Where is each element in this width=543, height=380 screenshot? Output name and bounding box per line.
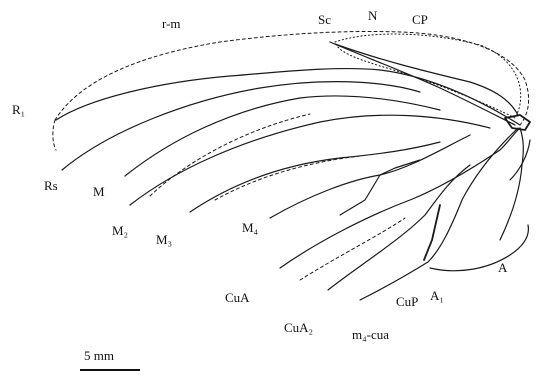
label-a: A [498,260,508,275]
label-cua: CuA [225,290,250,305]
label-sc: Sc [318,12,331,27]
vein-cua2 [327,164,471,291]
cp-vein [334,43,519,116]
vein-cup [359,127,519,301]
label-m4-cua: m₄-cua [352,327,389,342]
label-a1: A₁ [430,288,444,303]
vein-m3 [189,141,441,213]
vein-m2 [129,114,491,206]
wing-apex-margin [52,119,57,151]
vein-a-extra [509,139,531,181]
vein-cua [279,127,521,269]
vein-cua2-dashed [299,217,406,281]
costal-area-outline [334,33,522,119]
label-m: M [93,184,105,199]
label-m4: M₄ [242,220,259,235]
label-m2: M₂ [112,223,128,238]
crossvein-m4-cua [423,204,441,261]
label-cup: CuP [396,294,418,309]
label-n: N [368,8,378,23]
subcostal-vein [329,41,516,126]
wing-base [504,114,531,131]
label-cua2: CuA₂ [284,320,313,335]
vein-m3-dashed [214,155,361,201]
vein-a1 [429,224,530,272]
label-cp: CP [412,12,428,27]
vein-a [499,127,524,241]
m-cell [339,159,421,216]
label-m3: M₃ [156,232,172,247]
vein-m-inner [149,113,311,197]
label-r-m: r-m [162,16,181,31]
scale-bar-label: 5 mm [84,348,114,363]
vein-rs [61,81,421,171]
vein-r1 [55,67,521,126]
vein-m [124,95,441,177]
label-rs: Rs [44,178,58,193]
wing-anterior-margin [54,31,530,126]
label-r1: R₁ [12,102,25,117]
